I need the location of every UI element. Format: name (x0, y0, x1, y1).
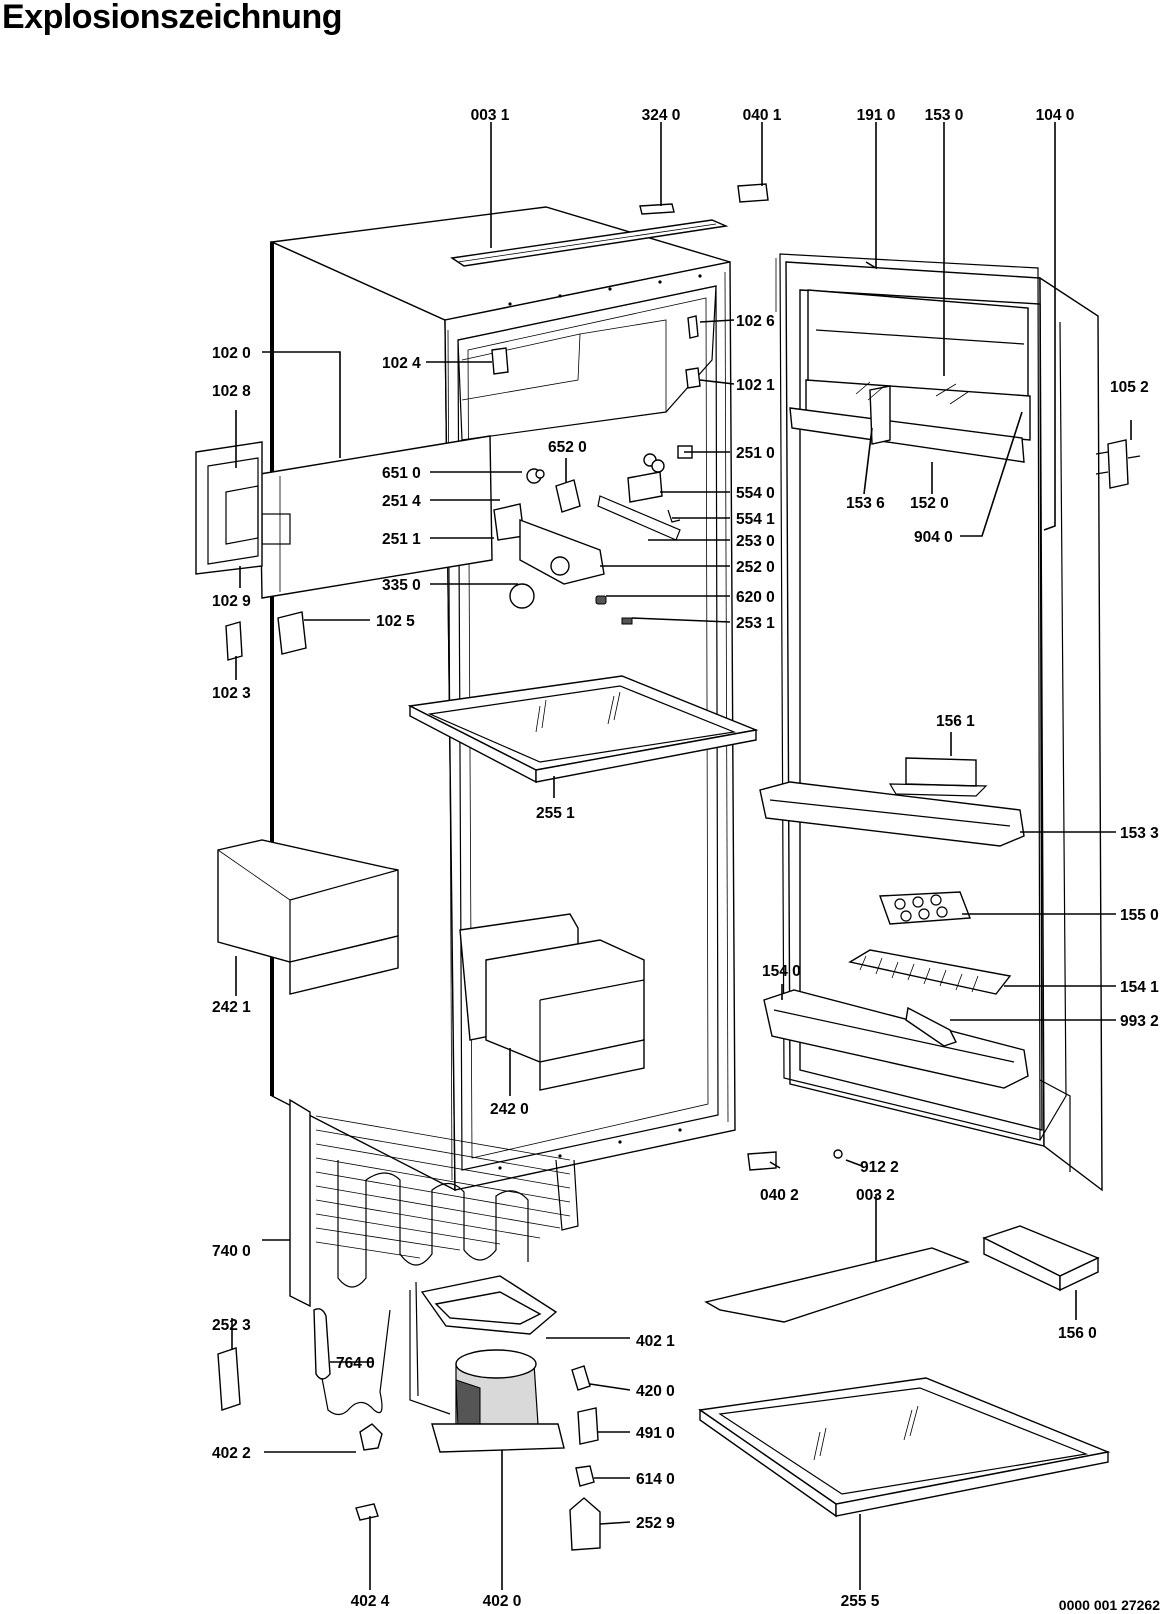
leader-lines (231, 122, 1132, 1590)
part-label: 252 3 (212, 1317, 251, 1334)
part-label: 252 0 (736, 559, 775, 576)
condenser-coil (289, 1098, 579, 1308)
part-label: 764 0 (336, 1355, 375, 1372)
crisper-drawer-inner (459, 913, 645, 1091)
part-label: 253 1 (736, 615, 775, 632)
part-label: 652 0 (548, 439, 587, 456)
part-label: 912 2 (860, 1159, 899, 1176)
part-label: 491 0 (636, 1425, 675, 1442)
part-label: 102 1 (736, 377, 775, 394)
compressor-small-parts (217, 1347, 601, 1551)
part-label: 102 9 (212, 593, 251, 610)
part-label: 155 0 (1120, 907, 1159, 924)
part-label: 153 3 (1120, 825, 1159, 842)
compressor (409, 1275, 565, 1453)
part-label: 152 0 (910, 495, 949, 512)
part-label: 191 0 (857, 107, 896, 124)
part-label: 003 2 (856, 1187, 895, 1204)
part-label: 105 2 (1110, 379, 1149, 396)
crisper-drawer-left (217, 839, 399, 995)
part-label: 040 1 (743, 107, 782, 124)
part-label: 614 0 (636, 1471, 675, 1488)
part-label: 993 2 (1120, 1013, 1159, 1030)
drawing-number: 0000 001 27262 (1059, 1597, 1160, 1613)
part-label: 324 0 (642, 107, 681, 124)
door (759, 253, 1141, 1192)
part-label: 154 0 (762, 963, 801, 980)
part-label: 620 0 (736, 589, 775, 606)
part-label: 156 0 (1058, 1325, 1097, 1342)
part-label: 651 0 (382, 465, 421, 482)
part-label: 904 0 (914, 529, 953, 546)
part-label: 251 0 (736, 445, 775, 462)
part-label: 255 1 (536, 805, 575, 822)
part-label: 402 1 (636, 1333, 675, 1350)
thermostat-parts (491, 315, 701, 625)
part-label: 102 4 (382, 355, 421, 372)
part-label: 102 6 (736, 313, 775, 330)
part-label: 402 0 (483, 1593, 522, 1610)
page-title: Explosionszeichnung (2, 0, 342, 36)
part-label: 255 5 (841, 1593, 880, 1610)
evaporator-panel (195, 435, 493, 599)
thermostat-capillary (313, 1308, 391, 1416)
part-label: 003 1 (471, 107, 510, 124)
part-label: 104 0 (1036, 107, 1075, 124)
part-label: 335 0 (382, 577, 421, 594)
part-label: 402 4 (351, 1593, 390, 1610)
part-label: 242 1 (212, 999, 251, 1016)
part-label: 153 6 (846, 495, 885, 512)
ice-tray (982, 1225, 1100, 1292)
part-label: 252 9 (636, 1515, 675, 1532)
part-label: 251 1 (382, 531, 421, 548)
part-label: 251 4 (382, 493, 421, 510)
part-label: 040 2 (760, 1187, 799, 1204)
part-label: 554 0 (736, 485, 775, 502)
part-label: 156 1 (936, 713, 975, 730)
left-small-parts (225, 611, 307, 661)
glass-shelf-lower (698, 1377, 1111, 1518)
bottom-rail (704, 1149, 971, 1323)
part-labels: 003 1 324 0 040 1 191 0 153 0 104 0 102 … (212, 107, 1160, 1613)
part-label: 154 1 (1120, 979, 1159, 996)
part-label: 554 1 (736, 511, 775, 528)
part-label: 153 0 (925, 107, 964, 124)
part-label: 102 8 (212, 383, 251, 400)
glass-shelf-upper (407, 675, 759, 784)
part-label: 253 0 (736, 533, 775, 550)
top-hinge-parts (639, 183, 769, 215)
part-label: 102 3 (212, 685, 251, 702)
part-label: 402 2 (212, 1445, 251, 1462)
part-label: 740 0 (212, 1243, 251, 1260)
part-label: 102 5 (376, 613, 415, 630)
part-label: 102 0 (212, 345, 251, 362)
part-label: 242 0 (490, 1101, 529, 1118)
part-label: 420 0 (636, 1383, 675, 1400)
